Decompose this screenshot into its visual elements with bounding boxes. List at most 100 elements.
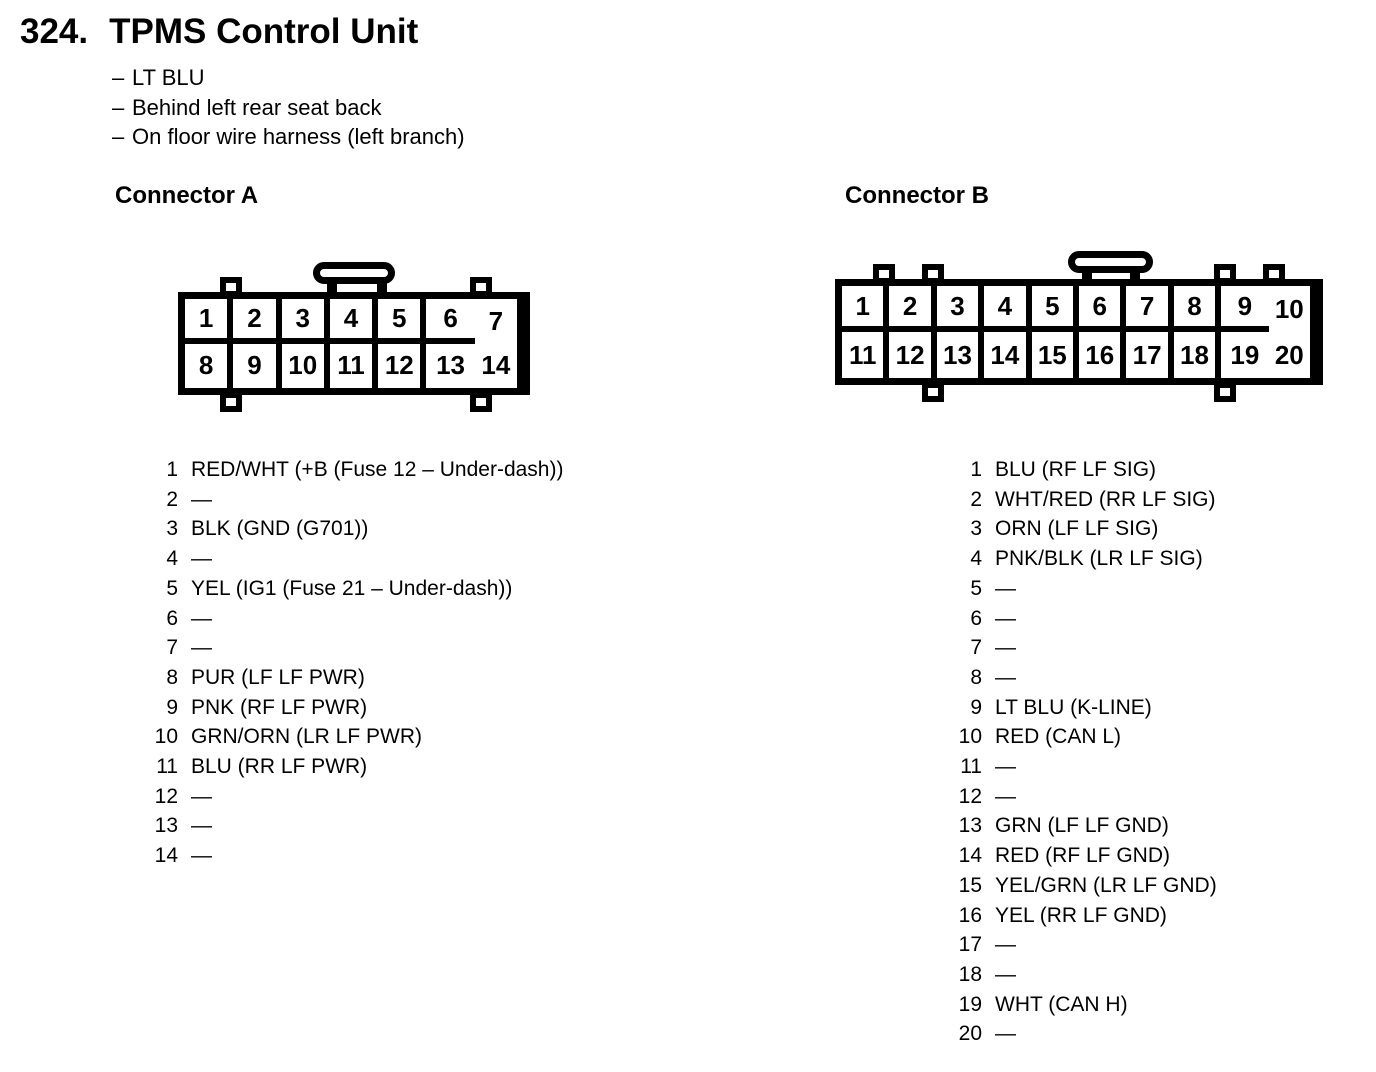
mounting-tab-bottom-2 [1214,382,1236,402]
pin-number: 4 [970,547,982,571]
pin-cell: 3 [936,286,985,332]
pin-number: 18 [958,962,982,986]
pin-number: 2 [970,487,982,511]
pin-cell: 2 [233,299,282,344]
pin-number: 10 [958,725,982,749]
pin-label: RED (RF LF GND) [995,844,1170,868]
pin-label: — [191,844,212,868]
pin-cell: 19 [1230,339,1260,370]
pin-row: 4 PNK/BLK (LR LF SIG) [940,544,1217,574]
pin-cell: 5 [378,299,427,344]
connector-latch-icon [1068,251,1153,273]
pin-number: 11 [156,755,178,779]
mounting-tab-top-2 [922,264,944,284]
pin-number: 13 [154,814,178,838]
pin-label: WHT (CAN H) [995,992,1128,1016]
pin-cell: 4 [984,286,1032,332]
pin-row: 8 — [940,663,1217,693]
pin-row: 10 GRN/ORN (LR LF PWR) [138,722,563,752]
pin-label: — [191,606,212,630]
connector-a-diagram: 1 2 3 4 5 6 7 8 9 10 [178,262,530,422]
pin-number: 16 [958,903,982,927]
pin-row: 3 ORN (LF LF SIG) [940,514,1217,544]
pin-cell: 1 [185,299,234,344]
connector-a-pin-grid: 1 2 3 4 5 6 7 8 9 10 [185,299,523,388]
pin-cell: 5 [1031,286,1079,332]
pin-cell: 6 [426,299,475,344]
pin-cell: 16 [1079,332,1127,378]
pin-row: 5 YEL (IG1 (Fuse 21 – Under-dash)) [138,574,563,604]
pin-label: — [995,665,1016,689]
pin-label: YEL/GRN (LR LF GND) [995,873,1217,897]
pin-label: — [995,784,1016,808]
pin-label: — [995,1022,1016,1046]
pin-label: BLU (RR LF PWR) [191,755,368,779]
pin-row: 20 — [940,1019,1217,1049]
pin-number: 8 [970,665,982,689]
pin-number: 3 [970,517,982,541]
mounting-tab-bottom-right [470,392,492,412]
pin-row: 16 YEL (RR LF GND) [940,901,1217,931]
pin-row: 13 — [138,811,563,841]
connector-b-pin-list: 1 BLU (RF LF SIG) 2 WHT/RED (RR LF SIG) … [940,455,1217,1049]
pin-row: 2 WHT/RED (RR LF SIG) [940,485,1217,515]
pin-cell: 20 [1269,332,1316,378]
pin-label: GRN/ORN (LR LF PWR) [191,725,422,749]
pin-label: GRN (LF LF GND) [995,814,1169,838]
pin-label: — [995,636,1016,660]
latch-stem-right [377,282,387,296]
pin-row: 2 — [138,485,563,515]
pin-cell: 8 [1173,286,1222,332]
pin-cell: 6 [1079,286,1127,332]
pin-number: 4 [166,547,178,571]
pin-number: 13 [958,814,982,838]
note-dash: – [112,94,125,120]
latch-stem-left [327,282,337,296]
pin-number: 7 [970,636,982,660]
pin-label: — [995,933,1016,957]
pin-number: 1 [970,458,982,481]
pin-label: PNK (RF LF PWR) [191,695,368,719]
connector-b-diagram: 1 2 3 4 5 6 7 8 9 10 [835,251,1323,411]
mounting-tab-top-left [220,277,242,297]
pin-row: 6 — [940,604,1217,634]
pin-number: 7 [166,636,178,660]
location-notes: – LT BLU – Behind left rear seat back – … [112,63,465,152]
note-dash: – [112,65,125,90]
connector-b-heading: Connector B [845,182,989,209]
pin-cell: 17 [1126,332,1174,378]
pin-cell: 14 [475,343,523,388]
pin-number: 3 [166,517,178,541]
pin-number: 2 [166,487,178,511]
pin-number: 1 [166,458,178,481]
pin-number: 9 [166,695,178,719]
pin-number: 14 [958,844,982,868]
note-row: – Behind left rear seat back [112,93,465,123]
note-row: – On floor wire harness (left branch) [112,122,465,152]
pin-cell: 12 [378,343,427,388]
pin-label: PUR (LF LF PWR) [191,665,365,689]
pin-cell: 9 [233,343,282,388]
pin-label: BLU (RF LF SIG) [995,458,1157,481]
pin-cell: 14 [984,332,1032,378]
pin-number: 9 [970,695,982,719]
pin-label: — [191,814,212,838]
mounting-tab-top-1 [873,264,895,284]
pin-row: 11 BLU (RR LF PWR) [138,752,563,782]
pin-cell: 7 [475,299,523,344]
pin-label: RED (CAN L) [995,725,1122,749]
pin-row: 14 — [138,841,563,871]
pin-row: 13 GRN (LF LF GND) [940,811,1217,841]
pin-row: 6 — [138,604,563,634]
pin-row: 12 — [940,782,1217,812]
pin-label: — [191,636,212,660]
pin-row: 11 — [940,752,1217,782]
pin-label: — [191,547,212,571]
note-text: Behind left rear seat back [132,94,382,120]
mounting-tab-top-3 [1214,264,1236,284]
pin-number: 19 [958,992,982,1016]
connector-latch-icon [313,262,395,284]
mounting-tab-bottom-1 [922,382,944,402]
pin-cell: 9 [1221,286,1269,332]
